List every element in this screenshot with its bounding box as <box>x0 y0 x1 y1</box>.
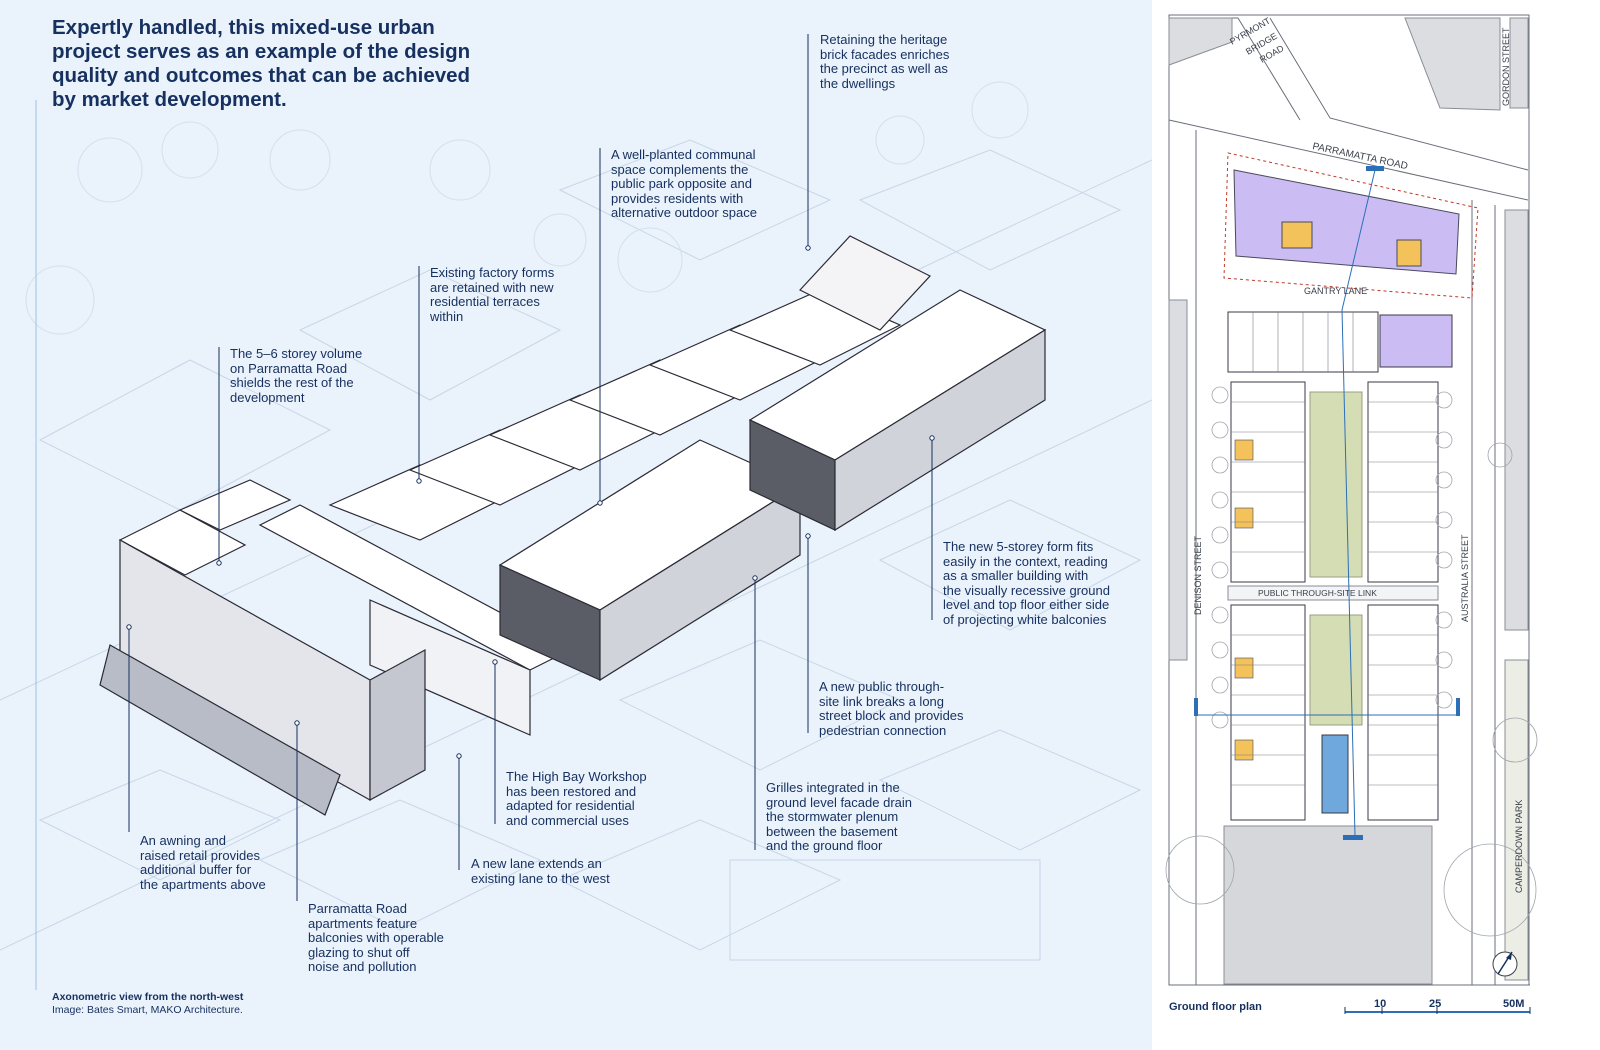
plan-section-markers <box>1194 166 1460 840</box>
label-through-site-link: PUBLIC THROUGH-SITE LINK <box>1258 588 1377 598</box>
plan-title: Ground floor plan <box>1169 1001 1262 1013</box>
leader-dots <box>126 245 935 759</box>
plan-lavender-block <box>1379 314 1453 368</box>
caption-title: Axonometric view from the north-west <box>52 991 244 1003</box>
label-gordon-street: GORDON STREET <box>1501 27 1511 106</box>
scale-label-10: 10 <box>1374 998 1387 1010</box>
plan-parramatta-building <box>1233 169 1460 275</box>
plan-yellow-cores <box>1234 439 1254 761</box>
plan-core-1 <box>1281 221 1313 249</box>
plan-east-units-south <box>1367 604 1439 821</box>
axonometric-panel: Expertly handled, this mixed-use urban p… <box>0 0 1152 1050</box>
plan-courtyard-north <box>1309 391 1363 578</box>
label-camperdown-park: CAMPERDOWN PARK <box>1514 800 1524 893</box>
label-australia-street: AUSTRALIA STREET <box>1460 534 1470 622</box>
plan-street-trees <box>1165 386 1538 937</box>
plan-west-units-south <box>1230 604 1306 821</box>
headline: Expertly handled, this mixed-use urban p… <box>52 16 471 111</box>
caption-credit: Image: Bates Smart, MAKO Architecture. <box>52 1004 243 1016</box>
context-trees <box>25 81 1029 335</box>
leader-lines <box>128 34 933 901</box>
building-east <box>748 289 1047 532</box>
plan-core-2 <box>1396 239 1422 267</box>
axonometric-drawing <box>0 34 1152 990</box>
scale-label-50: 50M <box>1503 998 1525 1010</box>
label-gantry-lane: GANTRY LANE <box>1304 286 1367 296</box>
plan-through-link <box>1227 585 1439 601</box>
building-parramatta <box>99 479 426 816</box>
plan-courtyard-south <box>1309 614 1363 726</box>
warehouse-roofs <box>328 235 931 541</box>
plan-unit-dividers <box>1231 312 1438 786</box>
plan-context-buildings <box>1168 17 1529 981</box>
label-denison-street: DENISON STREET <box>1193 535 1203 615</box>
plan-east-units-north <box>1367 381 1439 583</box>
label-parramatta-road: PARRAMATTA ROAD <box>1311 141 1408 172</box>
scale-bar <box>1344 1007 1531 1014</box>
site-boundary <box>1223 152 1479 299</box>
plan-warehouse-south <box>1223 825 1433 985</box>
north-arrow-icon <box>1492 951 1518 977</box>
scale-label-25: 25 <box>1429 998 1442 1010</box>
context-buildings <box>0 139 1152 961</box>
plan-pool <box>1321 734 1349 814</box>
plan-west-units-north <box>1230 381 1306 583</box>
plan-section-lines <box>1197 169 1458 837</box>
callout-through-link: A new public through-site link breaks a … <box>819 679 964 738</box>
image-caption: Axonometric view from the north-west Ima… <box>52 991 243 1017</box>
